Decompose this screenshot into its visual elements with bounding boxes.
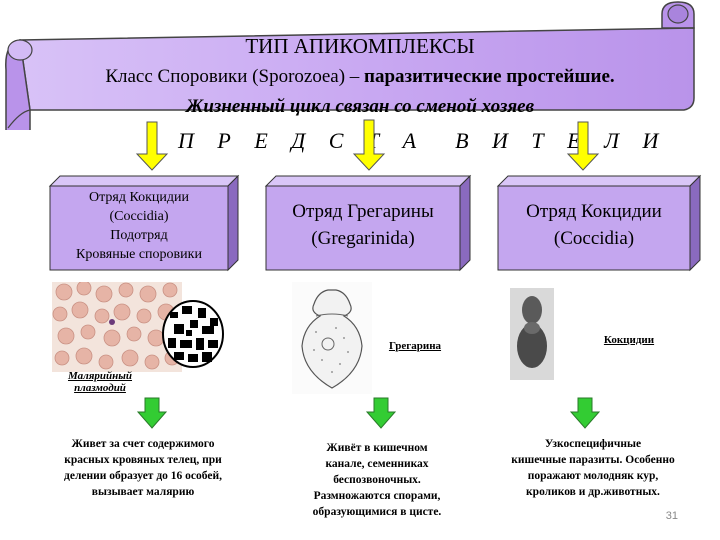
header-title: ТИП АПИКОМПЛЕКСЫ: [245, 34, 475, 58]
order-box-coccidia: Отряд Кокцидии (Coccidia): [498, 188, 690, 268]
title-scroll-banner: [5, 1, 695, 130]
desc-1-line-1: Живет за счет содержимого: [71, 438, 215, 450]
order-box-gregarinida: Отряд Грегарины (Gregarinida): [266, 188, 460, 268]
green-arrow-icon-3: [569, 397, 601, 429]
blood-smear-image: [52, 282, 182, 372]
box-1-line-1: Отряд Кокцидии: [89, 190, 189, 205]
green-arrow-icon-2: [365, 397, 397, 429]
yellow-arrow-icon-1: [135, 121, 169, 171]
desc-2-line-4: Размножаются спорами,: [313, 490, 441, 502]
box-1-frame: [48, 174, 240, 272]
box-2-frame: [264, 174, 472, 272]
hosts-label-part1: П Р Е Д С Т А: [178, 128, 426, 153]
box-1-line-3: Подотряд: [110, 228, 168, 243]
header-class-normal: Класс Споровики (Sporozoea) –: [105, 66, 365, 87]
desc-2-line-5: образующимися в цисте.: [312, 506, 442, 518]
box-3-line-2: (Coccidia): [553, 228, 635, 249]
header-class-line: Класс Споровики (Sporozoea) – паразитиче…: [40, 66, 680, 88]
coccidia-image: [510, 288, 554, 380]
page-number: 31: [665, 510, 678, 522]
order-box-coccidia-blood: Отряд Кокцидии (Coccidia) Подотряд Кровя…: [50, 188, 228, 268]
header-lifecycle-line: Жизненный цикл связан со сменой хозяев: [185, 96, 535, 117]
caption-plasmodium: Малярийный плазмодий: [67, 370, 133, 394]
order-boxes-frame: [48, 174, 702, 272]
green-arrows: [136, 397, 601, 429]
yellow-arrow-icon-3: [566, 121, 600, 171]
header-class-bold: паразитические простейшие.: [364, 66, 615, 87]
box-1-line-2: (Coccidia): [109, 209, 169, 224]
gregarine-image: [292, 282, 372, 394]
desc-3-line-1: Узкоспецифичные: [544, 438, 642, 450]
plasmodium-image: [162, 300, 224, 368]
desc-1-line-4: вызывает малярию: [91, 486, 195, 498]
box-3-frame: [496, 174, 702, 272]
caption-coccidia: Кокцидии: [603, 334, 655, 346]
desc-3-line-3: поражают молодняк кур,: [527, 470, 659, 482]
box-3-line-1: Отряд Кокцидии: [526, 201, 662, 222]
box-2-line-2: (Gregarinida): [311, 228, 415, 249]
description-plasmodium: Живет за счет содержимого красных кровян…: [28, 436, 258, 500]
desc-3-line-2: кишечные паразиты. Особенно: [511, 454, 675, 466]
description-coccidia: Узкоспецифичные кишечные паразиты. Особе…: [486, 436, 700, 500]
hosts-label-part2: В И Т Е Л И: [455, 128, 668, 153]
desc-2-line-3: беспозвоночных.: [333, 474, 421, 486]
yellow-arrow-icon-2: [352, 119, 386, 171]
box-1-line-4: Кровяные споровики: [76, 247, 202, 262]
description-gregarine: Живёт в кишечном канале, семенниках бесп…: [282, 440, 472, 520]
desc-2-line-2: канале, семенниках: [325, 458, 429, 470]
green-arrow-icon-1: [136, 397, 168, 429]
desc-1-line-3: делении образует до 16 особей,: [64, 470, 222, 482]
box-2-line-1: Отряд Грегарины: [292, 201, 434, 222]
desc-2-line-1: Живёт в кишечном: [326, 442, 428, 454]
yellow-arrows: [135, 119, 600, 171]
caption-gregarine: Грегарина: [388, 340, 442, 352]
desc-3-line-4: кроликов и др.животных.: [526, 486, 660, 498]
desc-1-line-2: красных кровяных телец, при: [64, 454, 222, 466]
